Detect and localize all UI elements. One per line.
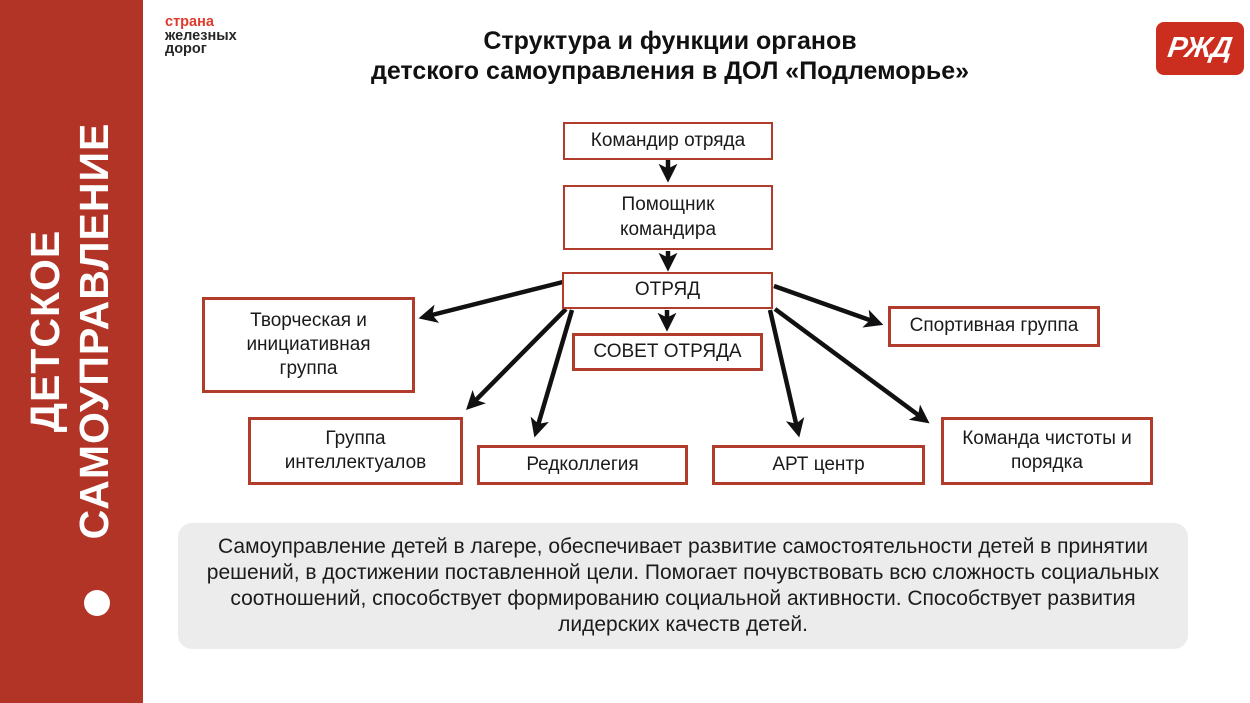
rzd-logo: РЖД: [1156, 22, 1244, 75]
node-sport-group: Спортивная группа: [888, 306, 1100, 347]
node-intellectuals-group: Группа интеллектуалов: [248, 417, 463, 485]
node-creative-group: Творческая и инициативная группа: [202, 297, 415, 393]
node-assistant: Помощник командира: [563, 185, 773, 250]
title-line-1: Структура и функции органов: [483, 27, 857, 55]
arrow-otryad-sport: [773, 283, 884, 328]
footer-description-box: Самоуправление детей в лагере, обеспечив…: [178, 523, 1188, 649]
arrow-otryad-redkollegia: [530, 309, 575, 438]
arrow-otryad-art: [767, 309, 805, 438]
node-redkollegia: Редколлегия: [477, 445, 688, 485]
sidebar-title: ДЕТСКОЕ САМОУПРАВЛЕНИЕ: [22, 122, 117, 540]
arrow-otryad-intellectuals: [466, 307, 568, 411]
rzd-logo-text: РЖД: [1166, 32, 1234, 64]
brand-line-2: железных: [165, 27, 237, 44]
title-line-2: детского самоуправления в ДОЛ «Подлеморь…: [370, 57, 970, 85]
node-otryad: ОТРЯД: [562, 272, 773, 309]
brand-logo: страна железных дорог: [165, 14, 237, 57]
node-clean-team: Команда чистоты и порядка: [941, 417, 1153, 485]
node-art-center: АРТ центр: [712, 445, 925, 485]
arrow-otryad-creative: [418, 279, 564, 323]
brand-line-3: дорог: [165, 41, 207, 57]
footer-description-text: Самоуправление детей в лагере, обеспечив…: [206, 535, 1160, 636]
node-commander: Командир отряда: [563, 122, 773, 160]
node-sovet-otryada: СОВЕТ ОТРЯДА: [572, 333, 763, 371]
brand-line-1: страна: [165, 14, 214, 30]
page-title: Структура и функции органов детского сам…: [320, 26, 1020, 86]
sidebar-band: ДЕТСКОЕ САМОУПРАВЛЕНИЕ: [0, 0, 143, 703]
sidebar-dot: [84, 590, 110, 616]
